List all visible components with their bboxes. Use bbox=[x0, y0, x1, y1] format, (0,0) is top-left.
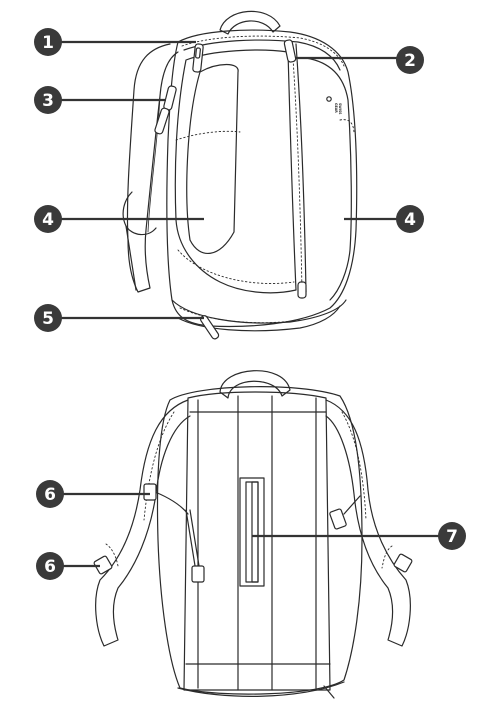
front-left-shoulder-strap bbox=[126, 43, 179, 293]
callout-3: 3 bbox=[34, 86, 166, 114]
svg-text:4: 4 bbox=[404, 210, 416, 230]
svg-text:2: 2 bbox=[404, 51, 416, 71]
callout-5: 5 bbox=[34, 304, 204, 332]
callout-6-upper: 6 bbox=[36, 480, 150, 508]
front-top-handle bbox=[219, 10, 281, 35]
callout-4-left: 4 bbox=[34, 205, 204, 233]
front-body-outline bbox=[166, 29, 358, 328]
back-panel bbox=[183, 391, 331, 691]
svg-text:GEAR: GEAR bbox=[334, 103, 338, 113]
back-body-outline bbox=[156, 386, 363, 695]
back-left-shoulder-strap bbox=[95, 399, 191, 647]
back-top-handle bbox=[219, 370, 291, 399]
backpack-front-view: SWISS GEAR bbox=[122, 10, 358, 340]
svg-text:4: 4 bbox=[42, 210, 54, 230]
callout-6-lower: 6 bbox=[36, 552, 100, 580]
svg-text:7: 7 bbox=[446, 527, 458, 547]
svg-text:SWISS: SWISS bbox=[338, 103, 342, 115]
callout-1: 1 bbox=[34, 28, 196, 56]
callout-2: 2 bbox=[296, 46, 424, 74]
svg-text:3: 3 bbox=[42, 91, 54, 111]
callout-7: 7 bbox=[252, 522, 466, 550]
back-right-shoulder-strap bbox=[325, 399, 411, 647]
callout-4-right: 4 bbox=[344, 205, 424, 233]
svg-text:6: 6 bbox=[44, 557, 56, 577]
front-panel bbox=[174, 49, 297, 294]
svg-text:1: 1 bbox=[42, 33, 54, 53]
svg-text:5: 5 bbox=[42, 309, 54, 329]
svg-text:6: 6 bbox=[44, 485, 56, 505]
backpack-back-view bbox=[93, 370, 413, 699]
brand-logo: SWISS GEAR bbox=[326, 96, 342, 115]
